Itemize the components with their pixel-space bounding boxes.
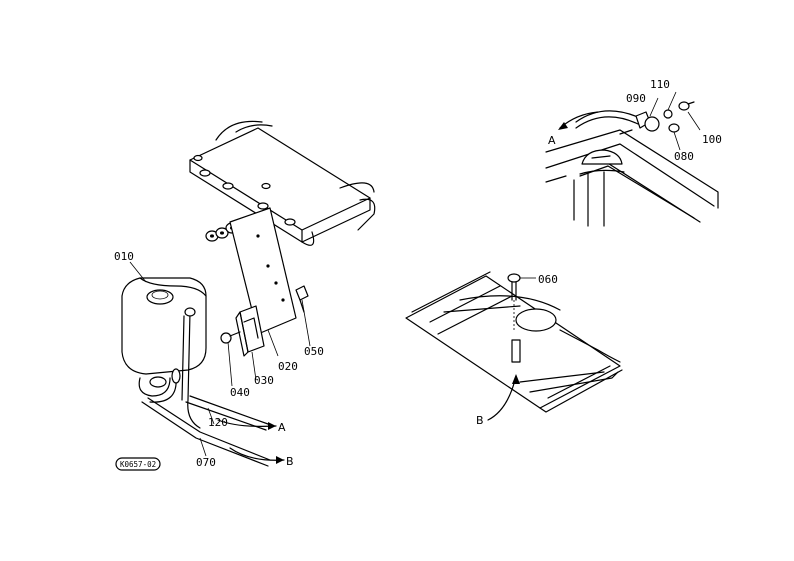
connector-label-a-left: A	[278, 421, 286, 434]
connector-label-a-right: A	[548, 134, 556, 147]
figure-code: K0657-02	[120, 460, 156, 469]
connector-label-b-right: B	[476, 414, 484, 427]
callout-060: 060	[538, 273, 558, 286]
callout-020: 020	[278, 360, 298, 373]
floor-plate	[405, 271, 623, 413]
callout-010: 010	[114, 250, 134, 263]
callout-120: 120	[208, 416, 228, 429]
leader-lines-left	[129, 261, 311, 457]
pin	[507, 273, 521, 363]
clamp-bracket	[235, 305, 265, 357]
connector-arrows-left	[217, 419, 285, 464]
leader-lines-top-right	[649, 91, 701, 151]
reserve-tank	[121, 277, 271, 467]
callout-080: 080	[674, 150, 694, 163]
detail-frame	[545, 129, 719, 223]
bolt	[220, 331, 241, 344]
radiator-cap	[579, 149, 625, 227]
callout-050: 050	[304, 345, 324, 358]
nut	[295, 285, 309, 313]
figure-code-badge: K0657-02	[115, 457, 161, 471]
callout-110: 110	[650, 78, 670, 91]
hose-and-fittings	[575, 101, 695, 135]
callout-100: 100	[702, 133, 722, 146]
callout-030: 030	[254, 374, 274, 387]
connector-label-b-left: B	[286, 455, 294, 468]
frame-member	[189, 120, 376, 246]
connector-arrow-a-right	[558, 111, 599, 130]
connector-arrow-b-right	[487, 374, 520, 421]
callout-040: 040	[230, 386, 250, 399]
bracket-plate	[229, 207, 297, 335]
callout-070: 070	[196, 456, 216, 469]
callout-090: 090	[626, 92, 646, 105]
